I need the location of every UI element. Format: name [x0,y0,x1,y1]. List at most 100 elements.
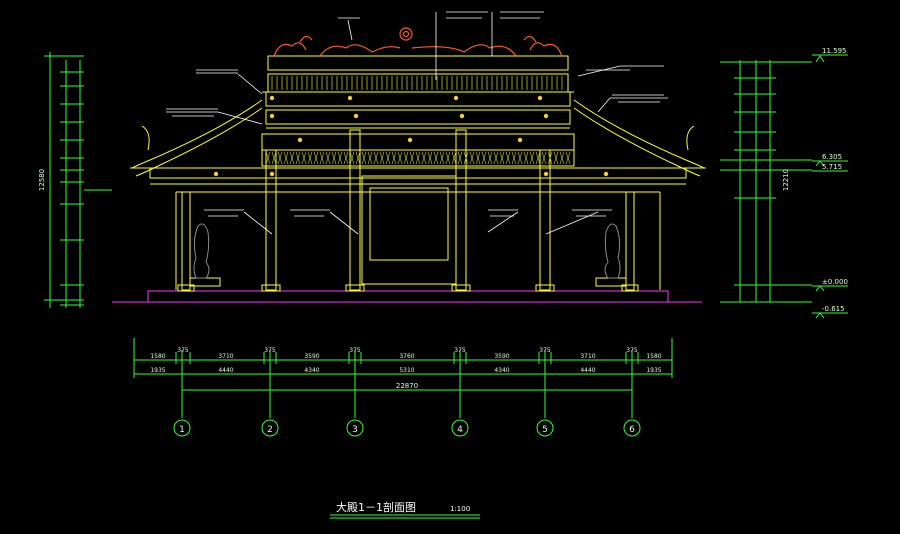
lattice-stroke [487,151,493,165]
dimension-row-1: 1580375371037535903753760375359037537103… [150,347,661,360]
dimension-row2-label: 4340 [494,367,509,374]
bracket-dot [297,137,303,143]
dimension-row1-label: 375 [626,347,638,354]
bracket-dot [603,171,609,177]
lattice-stroke [535,151,541,165]
dimension-row1-label: 3590 [494,353,509,360]
lattice-stroke [517,151,523,165]
lattice-stroke [463,151,469,165]
lattice-stroke [319,151,325,165]
lattice-stroke [409,151,415,165]
bracket-dot [269,95,275,101]
lattice-stroke [421,151,427,165]
elevation-ground: ±0.000 [822,278,848,286]
elevation-base: -0.615 [822,305,845,313]
title-underline [330,514,480,519]
axis-label: 6 [629,425,635,435]
lattice-stroke [481,151,487,165]
elevation-top: 11.595 [822,47,847,55]
dimension-row2-label: 4340 [304,367,319,374]
lattice-stroke [271,151,277,165]
lattice-stroke [451,151,457,165]
annotation-leaders [166,12,668,235]
lattice-stroke [403,151,409,165]
lattice-stroke [385,151,391,165]
lattice-stroke [391,151,397,165]
axis-label: 3 [352,425,358,435]
lattice-stroke [277,151,283,165]
bracket-dot [543,113,549,119]
building-section [130,55,706,292]
bracket-dot [269,171,275,177]
dimension-row1-label: 375 [177,347,189,354]
lattice-stroke [337,151,343,165]
bracket-dot [543,171,549,177]
statue-figures [193,223,621,279]
bracket-dot [453,95,459,101]
lattice-stroke [379,151,385,165]
drawing-title: 大殿1－1剖面图 [336,500,416,514]
bracket-dot [537,95,543,101]
elevation-markers [812,54,848,319]
axis-bubble [623,419,641,437]
bracket-dot [213,171,219,177]
bracket-dot [347,95,353,101]
lattice-stroke [457,151,463,165]
lattice-stroke [301,151,307,165]
ridge-ornament [273,27,563,57]
left-overall-dimension: 12580 [38,169,46,191]
lattice-stroke [373,151,379,165]
lattice-stroke [415,151,421,165]
lattice-stroke [427,151,433,165]
axis-bubble [346,419,364,437]
left-dimension-chain [44,52,112,308]
lattice-stroke [355,151,361,165]
bracket-dot [353,113,359,119]
lattice-stroke [439,151,445,165]
dimension-row1-label: 3760 [399,353,414,360]
right-dimension-chain [720,60,812,303]
dimension-row1-label: 375 [264,347,276,354]
axis-bubble [173,419,191,437]
lattice-stroke [511,151,517,165]
bracket-dot [269,113,275,119]
axis-bubble [261,419,279,437]
lattice-stroke [505,151,511,165]
ground-line [112,290,702,303]
lattice-stroke [289,151,295,165]
dimension-row1-label: 375 [539,347,551,354]
axis-label: 2 [267,425,273,435]
lattice-stroke [445,151,451,165]
lattice-stroke [313,151,319,165]
lattice-stroke [361,151,367,165]
lattice-stroke [433,151,439,165]
lattice-stroke [529,151,535,165]
lattice-stroke [475,151,481,165]
dimension-row1-label: 1580 [646,353,661,360]
dimension-row1-label: 3710 [580,353,595,360]
axis-label: 1 [179,425,185,435]
dimension-row1-label: 375 [454,347,466,354]
dimension-row1-label: 3590 [304,353,319,360]
total-width-dimension: 22870 [396,382,418,390]
bottom-dimension-lines [133,338,673,418]
lattice-stroke [541,151,547,165]
bracket-dot [459,113,465,119]
bracket-dot [407,137,413,143]
lattice-stroke [553,151,559,165]
axis-label: 5 [542,425,548,435]
bracket-dot [517,137,523,143]
roof-tile-hatching [271,76,563,90]
elevation-eave-2: 5.715 [822,163,842,171]
dimension-row1-label: 1580 [150,353,165,360]
dimension-row2-label: 4440 [218,367,233,374]
bracket-ornaments [213,95,609,177]
lattice-stroke [307,151,313,165]
lattice-stroke [499,151,505,165]
lattice-stroke [367,151,373,165]
lattice-stroke [295,151,301,165]
drawing-scale: 1:100 [450,505,470,513]
dimension-row1-label: 375 [349,347,361,354]
